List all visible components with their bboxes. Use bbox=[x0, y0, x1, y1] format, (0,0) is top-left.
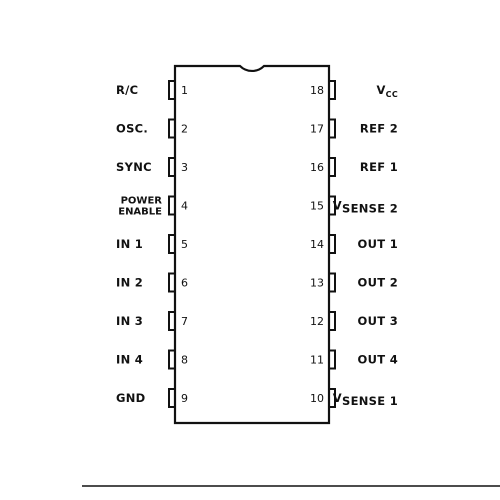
pin-number: 9 bbox=[181, 392, 188, 405]
pin-stub bbox=[168, 272, 174, 293]
pin-label: GND bbox=[116, 391, 146, 405]
pin-stub bbox=[330, 388, 336, 408]
pin-number: 16 bbox=[310, 161, 324, 174]
pin-5: 5 IN 1 bbox=[116, 234, 188, 254]
pin-stub bbox=[330, 157, 336, 177]
pin-label: IN 1 bbox=[116, 237, 143, 251]
pin-label: OUT 4 bbox=[358, 353, 398, 367]
pin-8: 8 IN 4 bbox=[116, 349, 188, 370]
pin-2: 2 OSC. bbox=[116, 118, 188, 139]
pin-7: 7 IN 3 bbox=[116, 311, 188, 331]
pin-10: 10 VSENSE 1 bbox=[310, 388, 398, 408]
pin-label: R/C bbox=[116, 83, 138, 97]
pin-label: REF 1 bbox=[360, 160, 398, 174]
pin-number: 18 bbox=[310, 84, 324, 97]
pin-label: IN 4 bbox=[116, 353, 143, 367]
pin-number: 1 bbox=[181, 84, 188, 97]
pin-9: 9 GND bbox=[116, 388, 188, 408]
pin-label: OUT 2 bbox=[358, 276, 398, 290]
pin-number: 17 bbox=[310, 123, 324, 136]
ic-package-body bbox=[173, 64, 331, 425]
pin-number: 12 bbox=[310, 315, 324, 328]
pin-18: 18 VCC bbox=[310, 80, 398, 100]
pin-number: 14 bbox=[310, 238, 324, 251]
pin-label: OSC. bbox=[116, 122, 148, 136]
pin-1: 1 R/C bbox=[116, 80, 188, 100]
pin-label: OUT 3 bbox=[358, 314, 398, 328]
pin-number: 5 bbox=[181, 238, 188, 251]
pin-stub bbox=[330, 80, 336, 100]
pin-label: OUT 1 bbox=[358, 237, 398, 251]
pin-stub bbox=[168, 157, 174, 177]
pin-stub bbox=[168, 118, 174, 139]
pin-stub bbox=[168, 234, 174, 254]
pin-stub bbox=[168, 80, 174, 100]
pin-15: 15 VSENSE 2 bbox=[310, 195, 398, 216]
pin-number: 8 bbox=[181, 354, 188, 367]
pin-number: 2 bbox=[181, 123, 188, 136]
pin-label: IN 2 bbox=[116, 276, 143, 290]
pin-17: 17 REF 2 bbox=[310, 118, 398, 139]
pin-label: SYNC bbox=[116, 160, 152, 174]
pin-stub bbox=[168, 311, 174, 331]
pin-stub bbox=[330, 311, 336, 331]
pin-16: 16 REF 1 bbox=[310, 157, 398, 177]
pin-label: IN 3 bbox=[116, 314, 143, 328]
pin-11: 11 OUT 4 bbox=[310, 349, 398, 370]
pin-number: 3 bbox=[181, 161, 188, 174]
pin-13: 13 OUT 2 bbox=[310, 272, 398, 293]
pin-label: VCC bbox=[376, 83, 398, 99]
pin-stub bbox=[168, 349, 174, 370]
pin-number: 13 bbox=[310, 277, 324, 290]
pin-14: 14 OUT 1 bbox=[310, 234, 398, 254]
pin-stub bbox=[330, 118, 336, 139]
pin-stub bbox=[168, 388, 174, 408]
pin-stub bbox=[330, 349, 336, 370]
pin-label: VSENSE 2 bbox=[333, 199, 398, 216]
pin-stub bbox=[330, 195, 336, 216]
pin-number: 4 bbox=[181, 200, 188, 213]
pin-stub bbox=[330, 272, 336, 293]
pin-label: REF 2 bbox=[360, 122, 398, 136]
pin-3: 3 SYNC bbox=[116, 157, 188, 177]
pin-6: 6 IN 2 bbox=[116, 272, 188, 293]
pin-stub bbox=[330, 234, 336, 254]
pin-stub bbox=[168, 195, 174, 216]
pin-number: 6 bbox=[181, 277, 188, 290]
pin-number: 7 bbox=[181, 315, 188, 328]
pin-number: 11 bbox=[310, 354, 324, 367]
pin-number: 10 bbox=[310, 392, 324, 405]
pin-12: 12 OUT 3 bbox=[310, 311, 398, 331]
pin-label: VSENSE 1 bbox=[333, 391, 398, 408]
pin-number: 15 bbox=[310, 200, 324, 213]
